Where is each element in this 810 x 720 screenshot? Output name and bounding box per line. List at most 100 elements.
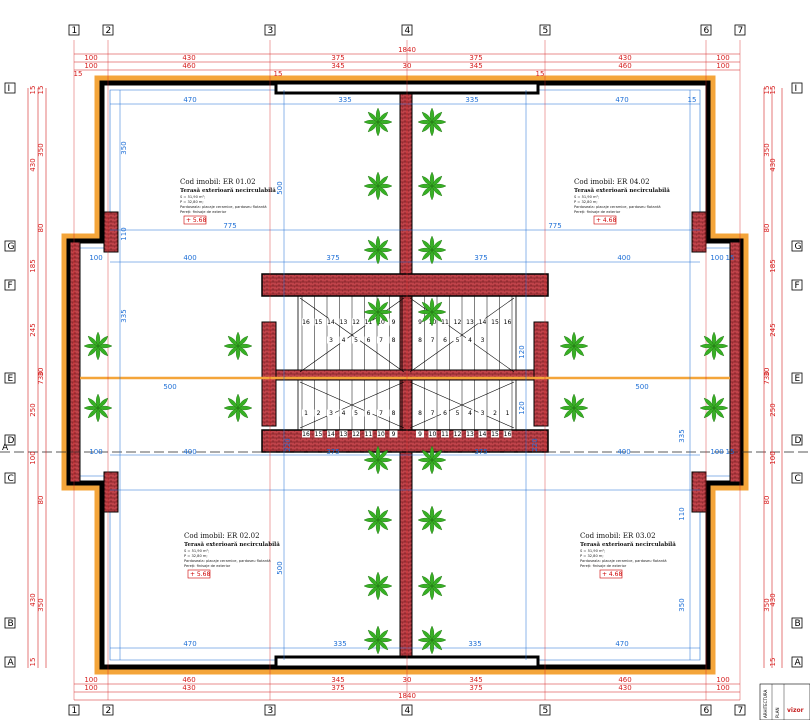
dimension-label: 430 bbox=[29, 593, 37, 606]
axis-bubble bbox=[734, 24, 746, 36]
dimension-label: 100 bbox=[89, 254, 102, 262]
dimension-label: 350 bbox=[37, 598, 45, 611]
stair-num-bg bbox=[352, 430, 360, 438]
dimension-label: 335 bbox=[465, 96, 478, 104]
dimension-label: 470 bbox=[615, 96, 628, 104]
axis-label-bottom: 5 bbox=[543, 706, 549, 716]
level-box bbox=[599, 569, 623, 579]
stair-num-bg bbox=[503, 318, 512, 326]
dimension-label: 15 bbox=[274, 70, 283, 78]
axis-bubble bbox=[68, 704, 80, 716]
stair-step-number: 12 bbox=[454, 431, 462, 438]
dimension-label: 470 bbox=[615, 640, 628, 648]
dimension-label: 430 bbox=[618, 54, 631, 62]
dimension-label: 1840 bbox=[398, 46, 416, 54]
stair-step-number: 6 bbox=[443, 410, 447, 417]
axis-bubble bbox=[539, 24, 551, 36]
stair-step-number: 4 bbox=[342, 410, 346, 417]
stair-step-number: 13 bbox=[340, 319, 348, 326]
plant-icon bbox=[417, 297, 447, 327]
axis-label-top: 3 bbox=[268, 26, 274, 36]
axis-bubble bbox=[734, 704, 746, 716]
dimension-label: 250 bbox=[29, 403, 37, 416]
stair-step-number: 5 bbox=[354, 337, 358, 344]
dimension-label: 30 bbox=[763, 368, 771, 377]
title-block-label-b: PLAN bbox=[775, 708, 780, 718]
row-label-left: B bbox=[8, 619, 14, 629]
stair-step-number: 11 bbox=[441, 431, 449, 438]
stair-num-bg bbox=[352, 318, 360, 326]
stair-step-number: 14 bbox=[479, 319, 487, 326]
dimension-label: 350 bbox=[37, 143, 45, 156]
room-perimeter: P = 32,80 m; bbox=[580, 554, 604, 558]
dimension-label: 500 bbox=[276, 181, 284, 194]
axis-bubble bbox=[4, 656, 16, 668]
axis-bubble bbox=[791, 472, 803, 484]
dimension-label: 430 bbox=[618, 684, 631, 692]
axis-bubble bbox=[401, 704, 413, 716]
stair-step-number: 3 bbox=[329, 410, 333, 417]
stair-num-bg bbox=[389, 430, 398, 438]
dimension-label: 375 bbox=[326, 448, 339, 456]
axis-label-bottom: 2 bbox=[106, 706, 112, 716]
plant-icon bbox=[363, 625, 393, 655]
plant-icon bbox=[223, 393, 253, 423]
axis-label-bottom: 4 bbox=[405, 706, 411, 716]
axis-bubble bbox=[4, 434, 16, 446]
stair-step-number: 5 bbox=[456, 410, 460, 417]
stair-num-bg bbox=[428, 430, 437, 438]
dimension-label: 1840 bbox=[398, 692, 416, 700]
outer-walls bbox=[66, 80, 744, 670]
level-marker: + 5.68 bbox=[186, 217, 206, 224]
stair-num-bg bbox=[314, 430, 323, 438]
stair-num-bg bbox=[428, 409, 437, 417]
room-finish: Pardoseala: placaje ceramice, pardoseu f… bbox=[180, 205, 267, 209]
dimension-label: 220 bbox=[284, 438, 292, 451]
dimension-label: 775 bbox=[223, 222, 236, 230]
stair-step-number: 8 bbox=[392, 410, 396, 417]
blue-grid bbox=[110, 90, 700, 660]
plant-icon bbox=[363, 571, 393, 601]
level-box bbox=[183, 215, 207, 225]
stair-num-bg bbox=[339, 430, 348, 438]
axis-bubble bbox=[791, 617, 803, 629]
dimension-label: 375 bbox=[331, 54, 344, 62]
dimension-label: 375 bbox=[326, 254, 339, 262]
stair-num-bg bbox=[453, 409, 462, 417]
dimension-label: 100 bbox=[716, 676, 729, 684]
dimension-label: 430 bbox=[29, 158, 37, 171]
dimension-label: 100 bbox=[84, 54, 97, 62]
stair-step-number: 13 bbox=[466, 431, 474, 438]
plant-icon bbox=[417, 571, 447, 601]
stair-num-bg bbox=[441, 430, 449, 438]
stair-num-bg bbox=[339, 318, 348, 326]
stair-step-number: 9 bbox=[418, 319, 422, 326]
stair-step-number: 7 bbox=[379, 337, 383, 344]
stair-num-bg bbox=[314, 409, 323, 417]
dimension-label: 15 bbox=[763, 86, 771, 95]
dimension-label: 375 bbox=[331, 684, 344, 692]
dimension-label: 120 bbox=[518, 345, 526, 358]
row-label-left: F bbox=[8, 281, 13, 291]
row-label-right: C bbox=[795, 474, 801, 484]
dimension-label: 335 bbox=[120, 309, 128, 322]
dimension-label: 100 bbox=[84, 62, 97, 70]
stair-num-bg bbox=[302, 430, 310, 438]
stair-num-bg bbox=[314, 318, 323, 326]
plant-icon bbox=[223, 331, 253, 361]
dimension-label: 375 bbox=[469, 54, 482, 62]
stair-num-bg bbox=[478, 318, 487, 326]
stair-step-number: 14 bbox=[327, 319, 335, 326]
room-name: Terasă exterioară necirculabilă bbox=[184, 542, 280, 548]
row-label-left: A bbox=[8, 658, 15, 668]
dimension-label: 460 bbox=[182, 676, 195, 684]
dimension-label: 335 bbox=[338, 96, 351, 104]
stair-num-bg bbox=[441, 318, 449, 326]
stair-step-number: 3 bbox=[329, 337, 333, 344]
dimension-label: 400 bbox=[183, 254, 196, 262]
stair-step-number: 10 bbox=[429, 431, 437, 438]
level-marker: + 4.68 bbox=[602, 571, 622, 578]
